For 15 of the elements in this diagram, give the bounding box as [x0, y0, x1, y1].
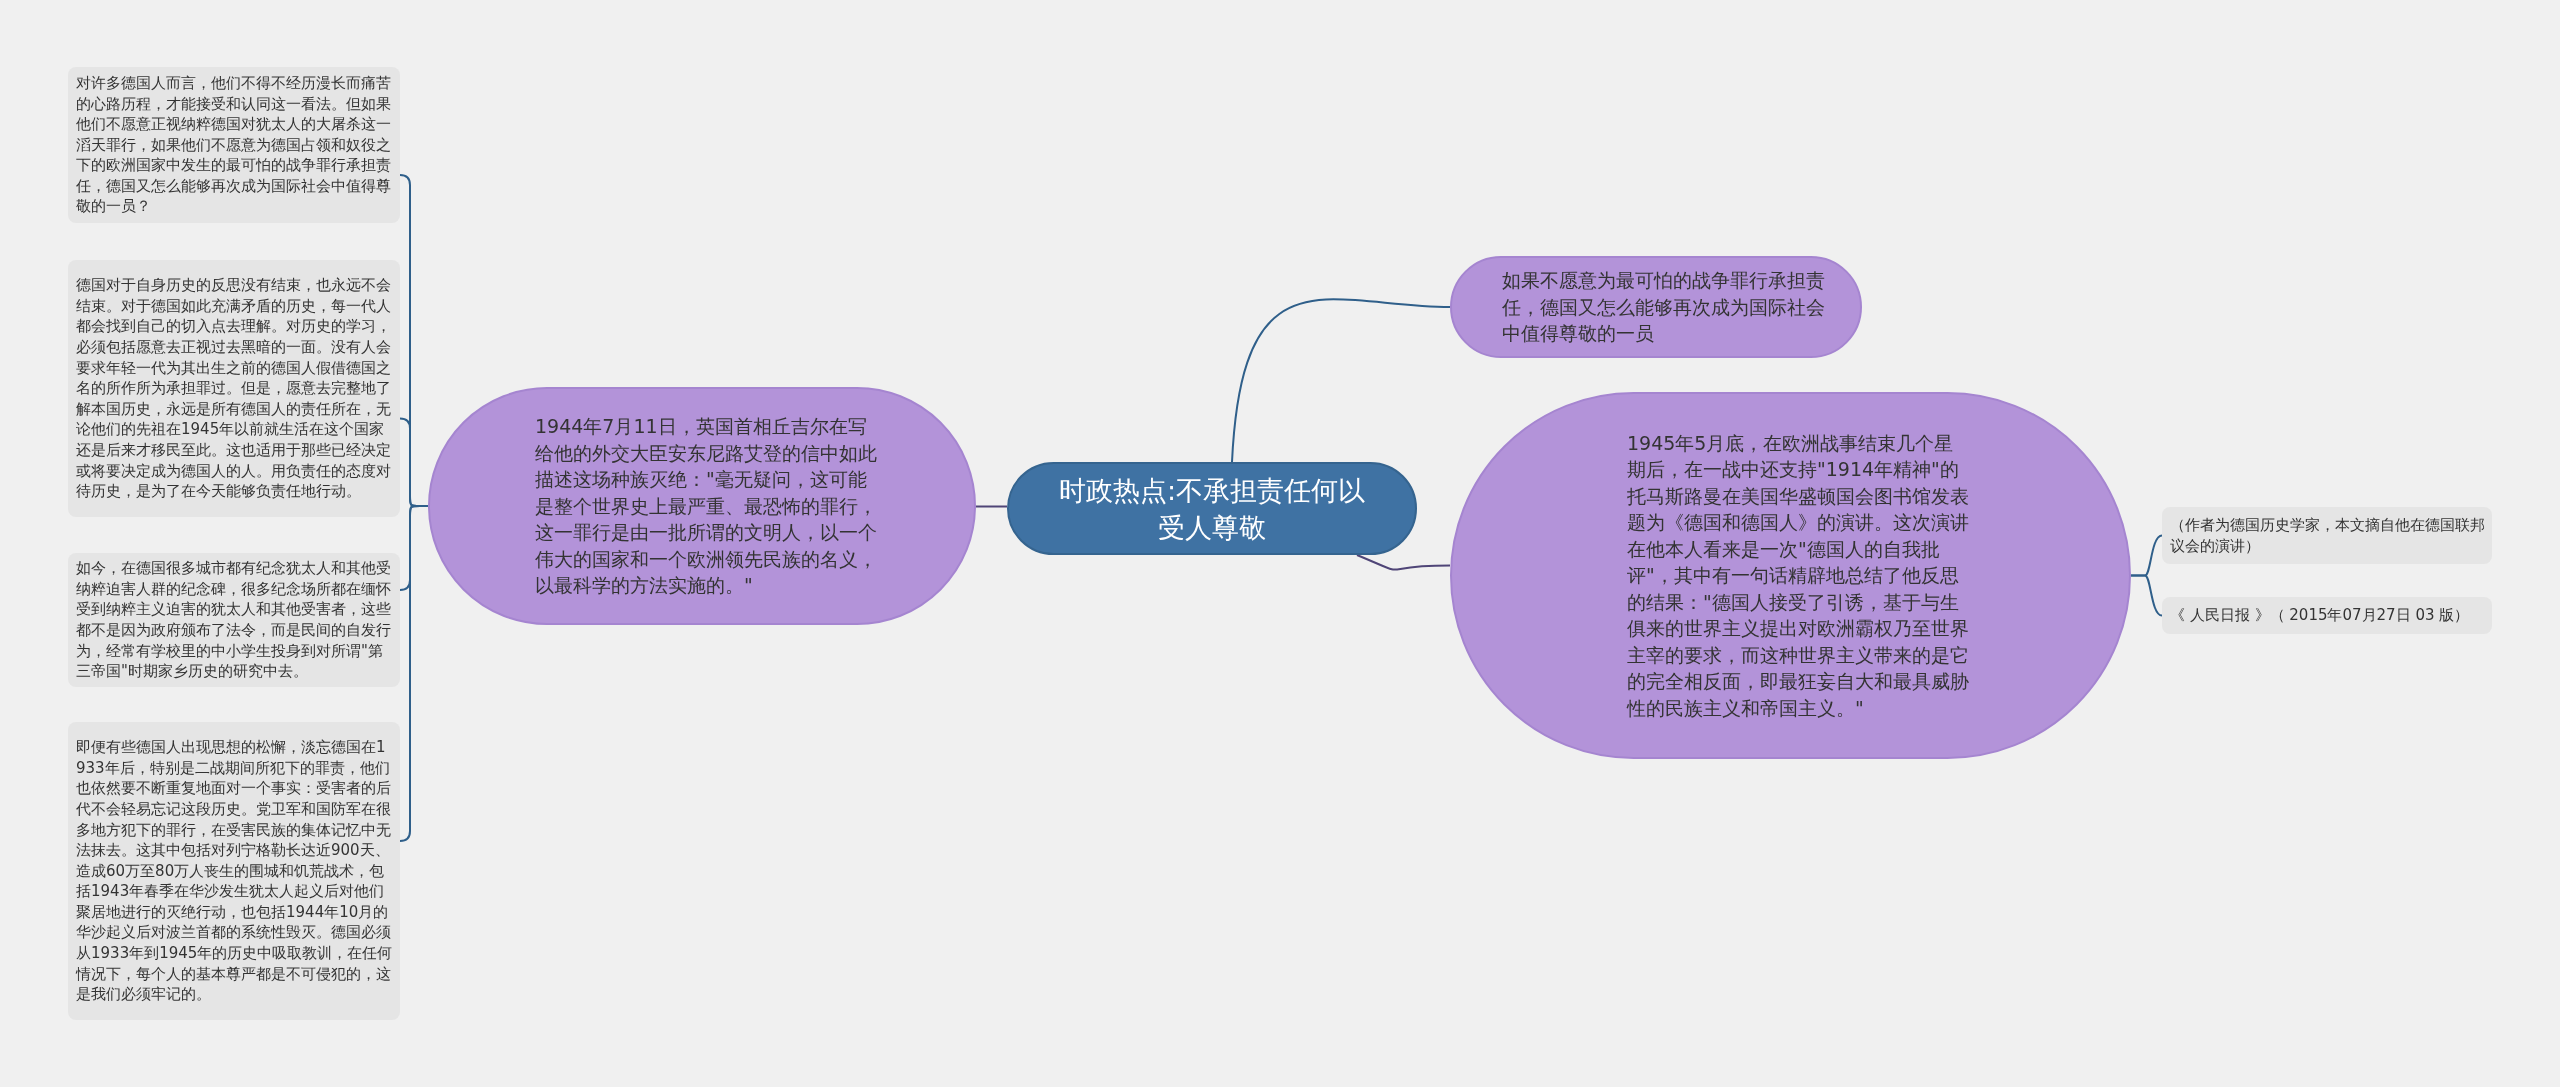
connector [975, 505, 1008, 508]
connector [399, 505, 429, 842]
text-card: 如今，在德国很多城市都有纪念犹太人和其他受纳粹迫害人群的纪念碑，很多纪念场所都在缅怀受到纳粹主义迫害的犹太人和其他受害者，这些都不是因为政府颁布了法令，而是民间的自发行为，经常有学校里的中小学生投身到对所谓"第三帝国"时期家乡历史的研究中去。 [68, 553, 400, 687]
note-card: 《 人民日报 》（ 2015年07月27日 03 版） [2162, 597, 2492, 634]
note-card: （作者为德国历史学家，本文摘自他在德国联邦议会的演讲） [2162, 507, 2492, 564]
text-card: 即便有些德国人出现思想的松懈，淡忘德国在1933年后，特别是二战期间所犯下的罪责，他们也依然要不断重复地面对一个事实：受害者的后代不会轻易忘记这段历史。党卫军和国防军在很多地方犯下的罪行，在受害民族的集体记忆中无法抹去。这其中包括对列宁格勒长达近900天、造成60万至80万人丧生的围城和饥荒战术，包括1943年春季在华沙发生犹太人起义后对他们聚居地进行的灭绝行动，也包括1944年10月的华沙起义后对波兰首都的系统性毁灭。德国必须从1933年到1945年的历史中吸取教训，在任何情况下，每个人的基本尊严都是不可侵犯的，这是我们必须牢记的。 [68, 722, 400, 1020]
topic-bubble: 如果不愿意为最可怕的战争罪行承担责任，德国又怎么能够再次成为国际社会中值得尊敬的一员 [1450, 256, 1862, 358]
connector [1356, 554, 1451, 571]
connector [2130, 574, 2163, 617]
topic-bubble: 1944年7月11日，英国首相丘吉尔在写给他的外交大臣安东尼路艾登的信中如此描述这场种族灭绝："毫无疑问，这可能是整个世界史上最严重、最恐怖的罪行，这一罪行是由一批所谓的文明人，以一个伟大的国家和一个欧洲领先民族的名义，以最科学的方法实施的。" [428, 387, 976, 625]
connector [1231, 298, 1451, 463]
text-card: 德国对于自身历史的反思没有结束，也永远不会结束。对于德国如此充满矛盾的历史，每一代人都会找到自己的切入点去理解。对历史的学习，必须包括愿意去正视过去黑暗的一面。没有人会要求年轻一代为其出生之前的德国人假借德国之名的所作所为承担罪过。但是，愿意去完整地了解本国历史，永远是所有德国人的责任所在，无论他们的先祖在1945年以前就生活在这个国家还是后来才移民至此。这也适用于那些已经决定或将要决定成为德国人的人。用负责任的态度对待历史，是为了在今天能够负责任地行动。 [68, 260, 400, 517]
topic-bubble: 1945年5月底，在欧洲战事结束几个星期后，在一战中还支持"1914年精神"的托马斯路曼在美国华盛顿国会图书馆发表题为《德国和德国人》的演讲。这次演讲在他本人看来是一次"德国人的自我批评"，其中有一句话精辟地总结了他反思的结果："德国人接受了引诱，基于与生俱来的世界主义提出对欧洲霸权乃至世界主宰的要求，而这种世界主义带来的是它的完全相反面，即最狂妄自大和最具威胁性的民族主义和帝国主义。" [1450, 392, 2131, 759]
text-card: 对许多德国人而言，他们不得不经历漫长而痛苦的心路历程，才能接受和认同这一看法。但如果他们不愿意正视纳粹德国对犹太人的大屠杀这一滔天罪行，如果他们不愿意为德国占领和奴役之下的欧洲国家中发生的最可怕的战争罪行承担责任，德国又怎么能够再次成为国际社会中值得尊敬的一员？ [68, 67, 400, 223]
topic-bubble: 时政热点:不承担责任何以受人尊敬 [1007, 462, 1417, 555]
